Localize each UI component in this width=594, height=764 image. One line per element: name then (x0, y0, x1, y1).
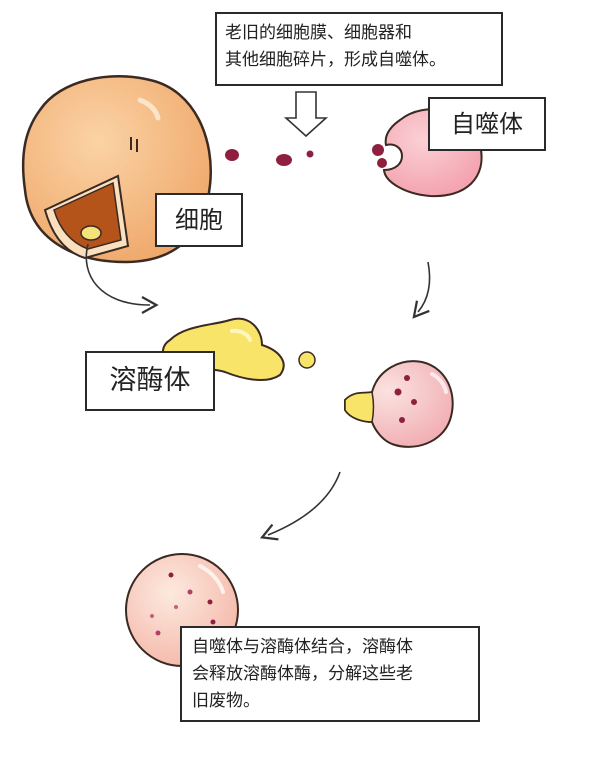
top-note-line-1: 老旧的细胞膜、细胞器和 (225, 23, 412, 43)
fusion-body (344, 360, 454, 448)
bottom-note-line-1: 自噬体与溶酶体结合，溶酶体 (192, 637, 413, 657)
bottom-note-line-2: 会释放溶酶体酶，分解这些老 (192, 664, 413, 684)
lysosome-label: 溶酶体 (85, 351, 215, 411)
cell-eyes (130, 137, 138, 152)
debris-particles (225, 149, 314, 166)
cell-label: 细胞 (155, 193, 243, 247)
arrow-autophagosome-to-fusion (412, 261, 431, 319)
autophagosome-label: 自噬体 (428, 97, 546, 151)
arrow-cell-to-lysosome (85, 243, 159, 314)
nucleus (80, 225, 102, 241)
bottom-note-line-3: 旧废物。 (192, 691, 260, 711)
arrow-fusion-to-final (259, 471, 341, 541)
top-note-line-2: 其他细胞碎片，形成自噬体。 (225, 50, 446, 70)
bottom-note: 自噬体与溶酶体结合，溶酶体 会释放溶酶体酶，分解这些老 旧废物。 (180, 626, 480, 722)
top-note: 老旧的细胞膜、细胞器和 其他细胞碎片，形成自噬体。 (215, 12, 503, 86)
arrow-note-to-debris (283, 91, 329, 138)
